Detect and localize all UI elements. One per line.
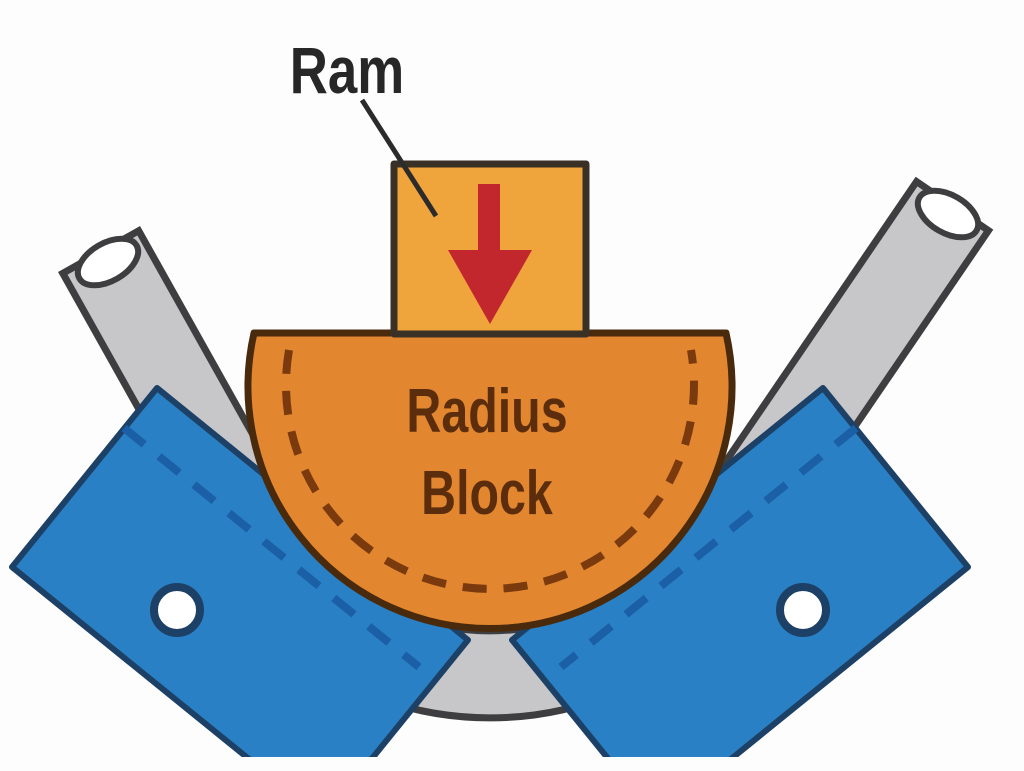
radius-block-shape xyxy=(244,329,736,632)
ram-label: Ram xyxy=(290,33,404,107)
pipe-end-opening-right-icon xyxy=(914,187,982,241)
down-arrow-icon xyxy=(448,184,532,324)
right-die-dash-line xyxy=(558,424,859,671)
ram-block xyxy=(390,160,590,338)
pipe-end-opening-left-icon xyxy=(74,235,142,289)
left-die-dash-line xyxy=(121,424,422,671)
right-die-hole xyxy=(776,583,830,637)
radius-block-label-line2: Block xyxy=(421,458,553,527)
radius-block: Radius Block xyxy=(244,329,736,632)
radius-block-label-line1: Radius xyxy=(406,376,567,445)
left-die-hole xyxy=(150,583,204,637)
ram-callout: Ram xyxy=(290,33,439,218)
ram-leader-line xyxy=(359,98,439,218)
